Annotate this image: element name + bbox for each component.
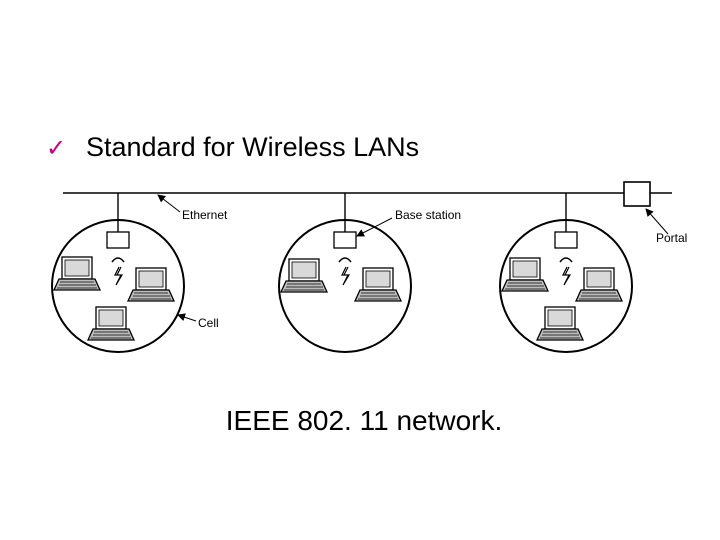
bullet-item: ✓ Standard for Wireless LANs <box>46 132 419 163</box>
base-station-label: Base station <box>395 208 461 222</box>
cell-3-laptop-2-icon <box>575 267 623 302</box>
base-station-arrow <box>356 217 393 237</box>
cell-3-base-station-icon <box>554 231 578 286</box>
cell-1-laptop-1-icon <box>53 256 101 291</box>
cell-3-laptop-1-icon <box>501 257 549 292</box>
cell-1 <box>51 193 185 353</box>
ethernet-arrow <box>157 194 181 213</box>
checkmark-icon: ✓ <box>46 133 67 162</box>
cell-1-laptop-3-icon <box>87 306 135 341</box>
cell-2-base-station-icon <box>333 231 357 286</box>
bullet-text: Standard for Wireless LANs <box>86 132 420 162</box>
portal-label: Portal <box>656 231 687 245</box>
cell-arrow <box>177 313 197 322</box>
cell-2-laptop-2-icon <box>354 267 402 302</box>
portal-arrow <box>645 208 669 235</box>
slide-caption: IEEE 802. 11 network. <box>225 405 503 436</box>
cell-3-laptop-3-icon <box>536 306 584 341</box>
ethernet-label: Ethernet <box>182 208 228 222</box>
cell-2-laptop-1-icon <box>280 258 328 293</box>
cell-3 <box>499 193 633 353</box>
cell-2 <box>278 193 412 353</box>
cell-1-base-station-icon <box>106 231 130 286</box>
portal-box <box>623 181 651 207</box>
cell-1-laptop-2-icon <box>127 267 175 302</box>
cell-label: Cell <box>198 316 219 330</box>
